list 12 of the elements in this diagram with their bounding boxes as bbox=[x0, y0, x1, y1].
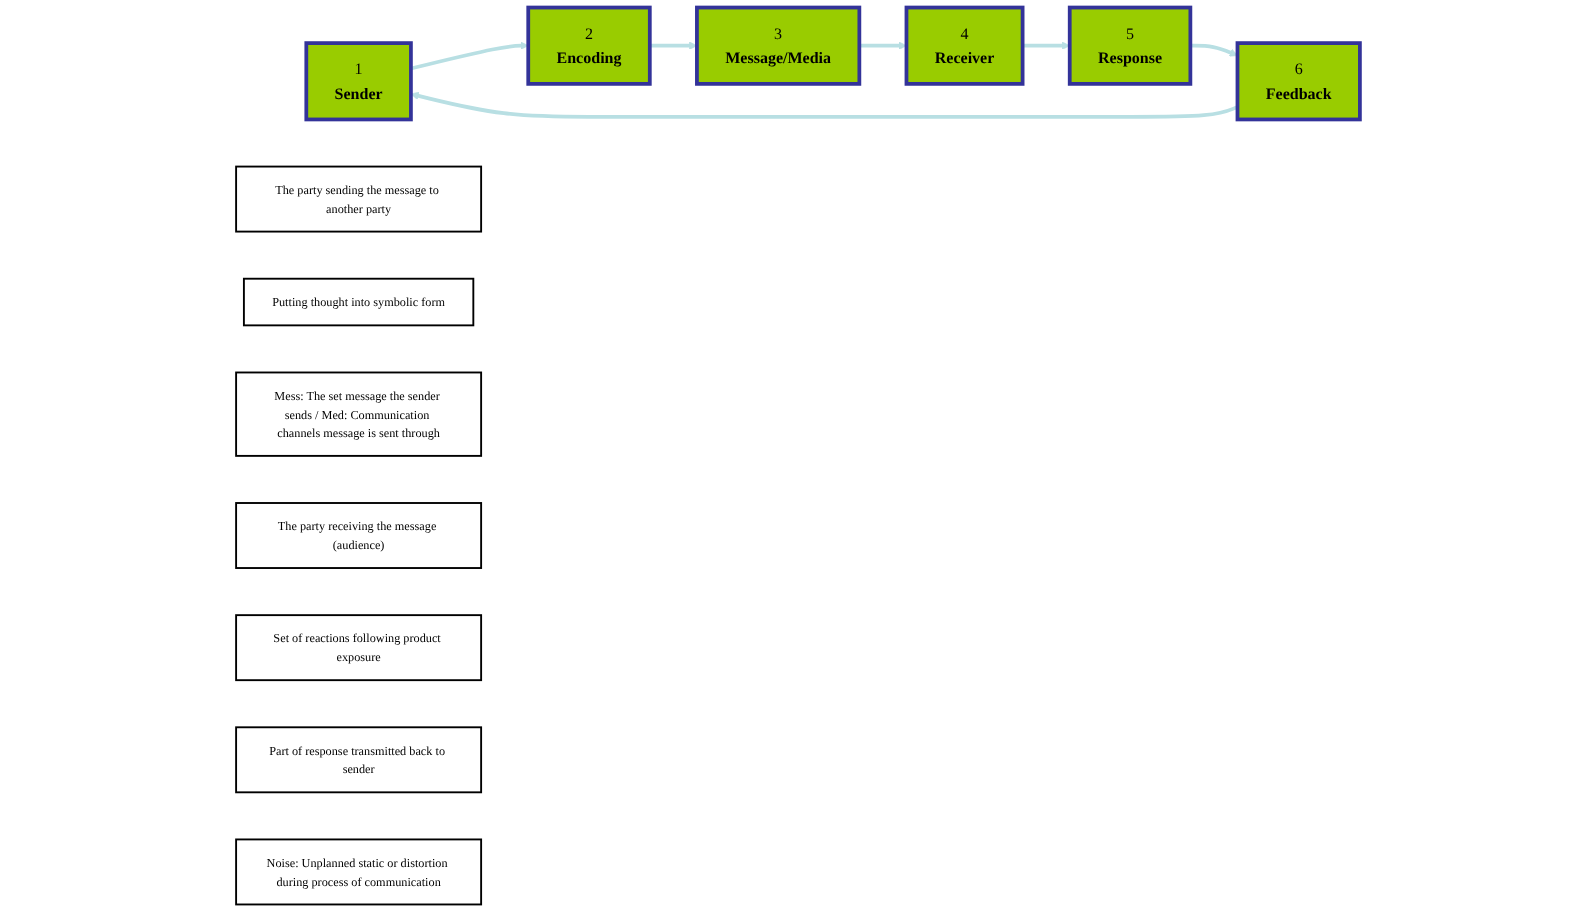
arrow bbox=[1190, 43, 1238, 57]
node-box: 5 Response bbox=[1067, 5, 1193, 86]
node-box: 3 Message/Media bbox=[695, 5, 862, 86]
arrow bbox=[410, 91, 1239, 119]
arrow bbox=[859, 41, 907, 50]
node-box: 4 Receiver bbox=[904, 5, 1025, 86]
node-box: 6 Feedback bbox=[1235, 41, 1362, 122]
arrow bbox=[649, 41, 698, 50]
node-box: 2 Encoding bbox=[526, 5, 652, 86]
node-box: 1 Sender bbox=[304, 41, 413, 122]
arrow bbox=[410, 41, 529, 71]
arrow bbox=[1022, 41, 1071, 50]
